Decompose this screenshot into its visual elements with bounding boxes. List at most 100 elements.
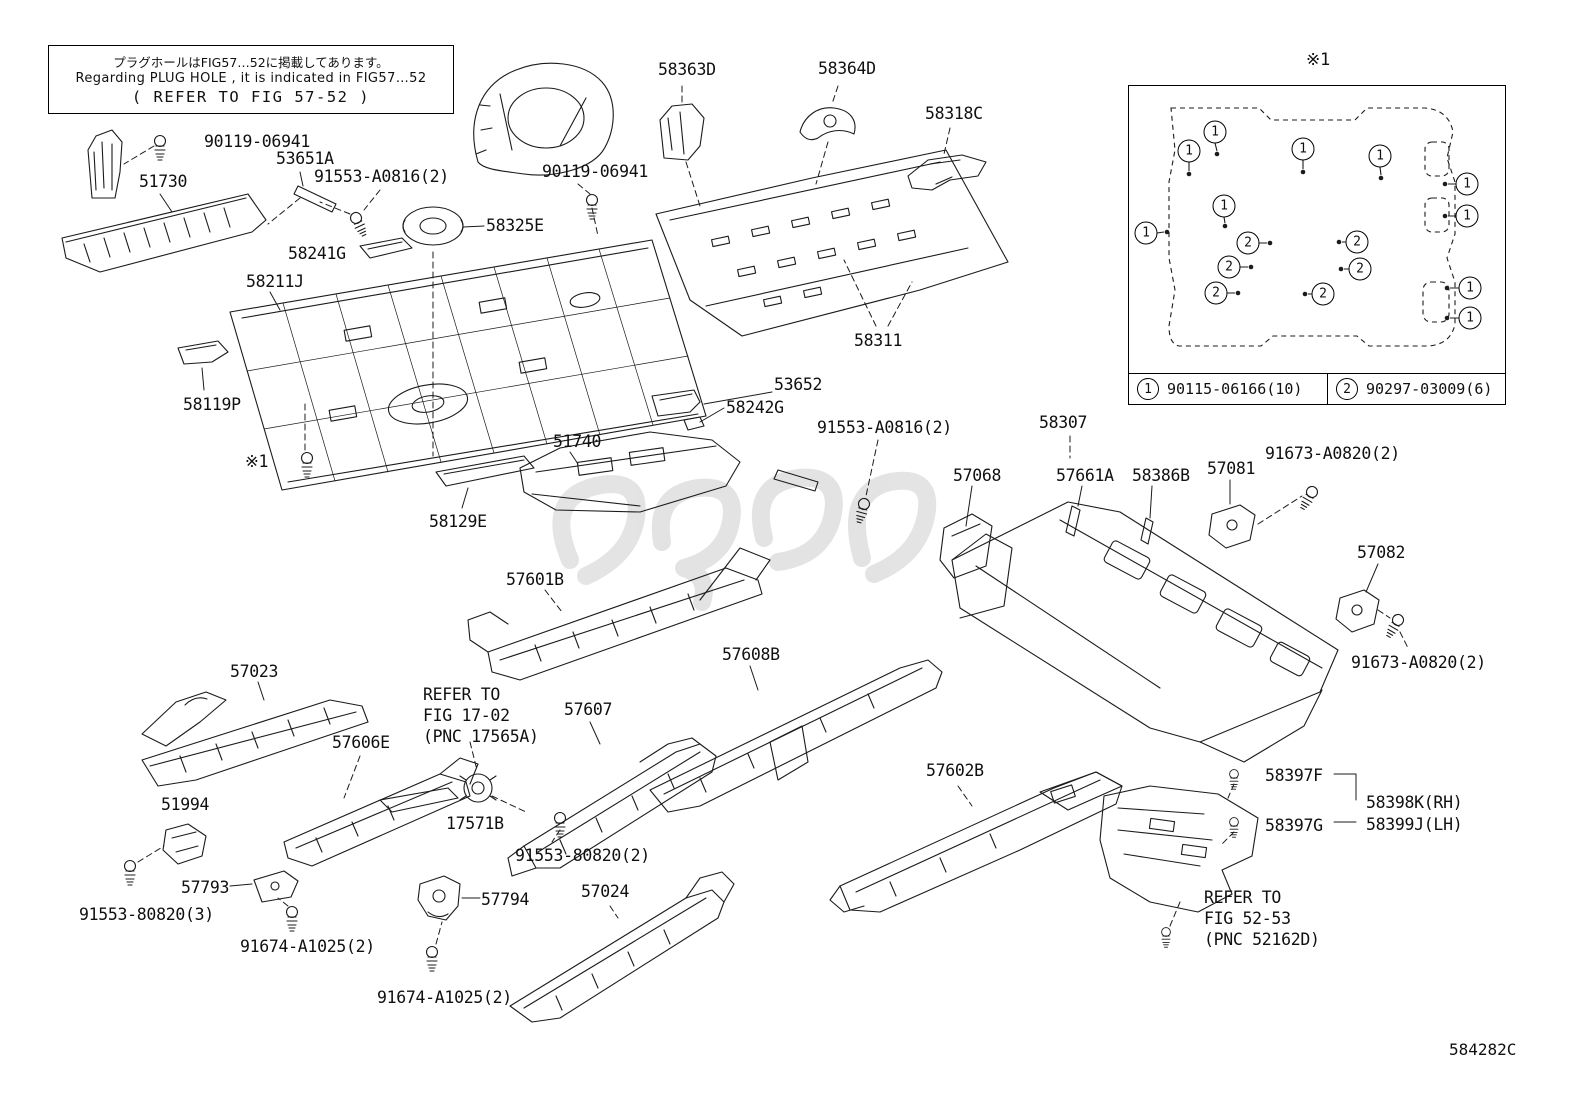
part-label: 58325E (486, 216, 544, 235)
cover-58398k-drawing (1099, 785, 1259, 913)
part-label: 57601B (506, 570, 564, 589)
bracket-57793-drawing (253, 870, 299, 903)
under-cover-58311-drawing (655, 149, 1009, 337)
part-label: 58119P (183, 395, 241, 414)
part-label: 91553-80820(3) (79, 905, 214, 924)
circled-1-icon: 1 (1137, 378, 1159, 400)
bracket-57081-drawing (1208, 504, 1256, 549)
fastener-callout: 2 (1217, 255, 1241, 279)
fastener-callout: 1 (1134, 221, 1158, 245)
member-57024-drawing (509, 871, 735, 1023)
part-label: REFER TO FIG 17-02 (PNC 17565A) (423, 685, 539, 747)
note-line-english: Regarding PLUG HOLE , it is indicated in… (75, 71, 427, 86)
pillar-fragment-drawing (87, 129, 123, 199)
part-label: 53652 (774, 375, 823, 394)
fastener-callout: 1 (1291, 137, 1315, 161)
fastener-legend: 1 90115-06166(10) 2 90297-03009(6) (1129, 373, 1505, 404)
fastener-callout: 2 (1348, 257, 1372, 281)
part-label: 58397G (1265, 816, 1323, 835)
part-label: 51740 (553, 432, 602, 451)
part-label: 51730 (139, 172, 188, 191)
fastener-callout: 1 (1212, 194, 1236, 218)
watermark (552, 468, 937, 611)
bracket-51994-drawing (162, 823, 207, 865)
inset-marker: ※1 (1306, 50, 1330, 70)
pin-91553a0816 (773, 469, 819, 492)
part-label: 91674-A1025(2) (377, 988, 512, 1007)
fastener-callout: 1 (1458, 276, 1482, 300)
part-label: 58363D (658, 60, 716, 79)
part-label: 91673-A0820(2) (1351, 653, 1486, 672)
part-label: 58311 (854, 331, 903, 350)
part-label: 17571B (446, 814, 504, 833)
car-underbody-outline (1156, 107, 1459, 347)
part-label: 57606E (332, 733, 390, 752)
part-label: 58399J(LH) (1366, 815, 1463, 834)
member-57023-drawing (141, 691, 369, 787)
wheelhouse-panel-drawing (473, 62, 614, 176)
part-label: 58364D (818, 59, 876, 78)
part-label: REFER TO FIG 52-53 (PNC 52162D) (1204, 888, 1320, 950)
grommet-58325e-drawing (402, 206, 464, 246)
part-label: 53651A (276, 149, 334, 168)
part-label: 58398K(RH) (1366, 793, 1463, 812)
pin-53651a (293, 185, 337, 213)
callout-stems (1156, 142, 1459, 319)
fastener-callout: 2 (1236, 231, 1260, 255)
label-leader-lines (159, 171, 1379, 899)
fastener-callout: 1 (1177, 139, 1201, 163)
part-label: 91553-A0816(2) (314, 167, 449, 186)
rear-panel-58307-drawing (951, 501, 1339, 763)
part-label: 57661A (1056, 466, 1114, 485)
member-57606e-drawing (283, 757, 479, 867)
circled-2-icon: 2 (1336, 378, 1358, 400)
part-label: 91553-80820(2) (515, 846, 650, 865)
part-label: 51994 (161, 795, 210, 814)
fastener-callout: 2 (1311, 282, 1335, 306)
bracket-58318c-drawing (907, 154, 987, 191)
part-label: ※1 (245, 452, 269, 471)
bracket-57794-drawing (417, 875, 461, 921)
part-label: 90119-06941 (542, 162, 648, 181)
part-label: 57024 (581, 882, 630, 901)
part-label: 58318C (925, 104, 983, 123)
part-label: 58129E (429, 512, 487, 531)
note-line-japanese: プラグホールはFIG57…52に掲載してあります。 (113, 55, 389, 70)
bracket-57068-drawing (939, 513, 993, 579)
fastener-callout: 1 (1458, 306, 1482, 330)
part-label: 57082 (1357, 543, 1406, 562)
part-label: 91674-A1025(2) (240, 937, 375, 956)
crossmember-57601b-drawing (467, 547, 771, 681)
part-label: 58307 (1039, 413, 1088, 432)
part-label: 91553-A0816(2) (817, 418, 952, 437)
bracket-58363d-drawing (659, 103, 705, 161)
fastener-dots (1164, 151, 1450, 321)
part-label: 57793 (181, 878, 230, 897)
fastener-callout: 1 (1203, 120, 1227, 144)
clip-58242g-drawing (683, 416, 705, 431)
plug-hole-note-box: プラグホールはFIG57…52に掲載してあります。 Regarding PLUG… (48, 45, 454, 114)
part-label: 57023 (230, 662, 279, 681)
fastener-icons (123, 134, 1407, 972)
part-label: 90119-06941 (204, 132, 310, 151)
floor-pan-58211j-drawing (229, 239, 707, 491)
bracket-58241g-drawing (359, 237, 413, 259)
fastener-callout: 1 (1368, 144, 1392, 168)
part-label: 57607 (564, 700, 613, 719)
bracket-57082-drawing (1335, 589, 1380, 633)
part-label: 58211J (246, 272, 304, 291)
bracket-53652-drawing (651, 389, 701, 417)
side-member-51730-drawing (61, 193, 267, 273)
part-label: 58397F (1265, 766, 1323, 785)
part-label: 57794 (481, 890, 530, 909)
dashed-leader-lines (123, 85, 1409, 945)
part-label: 57068 (953, 466, 1002, 485)
fastener-callout: 1 (1455, 172, 1479, 196)
legend-part-number-2: 90297-03009(6) (1366, 380, 1493, 398)
fastener-callout: 1 (1455, 204, 1479, 228)
legend-item-1: 1 90115-06166(10) (1129, 374, 1327, 404)
